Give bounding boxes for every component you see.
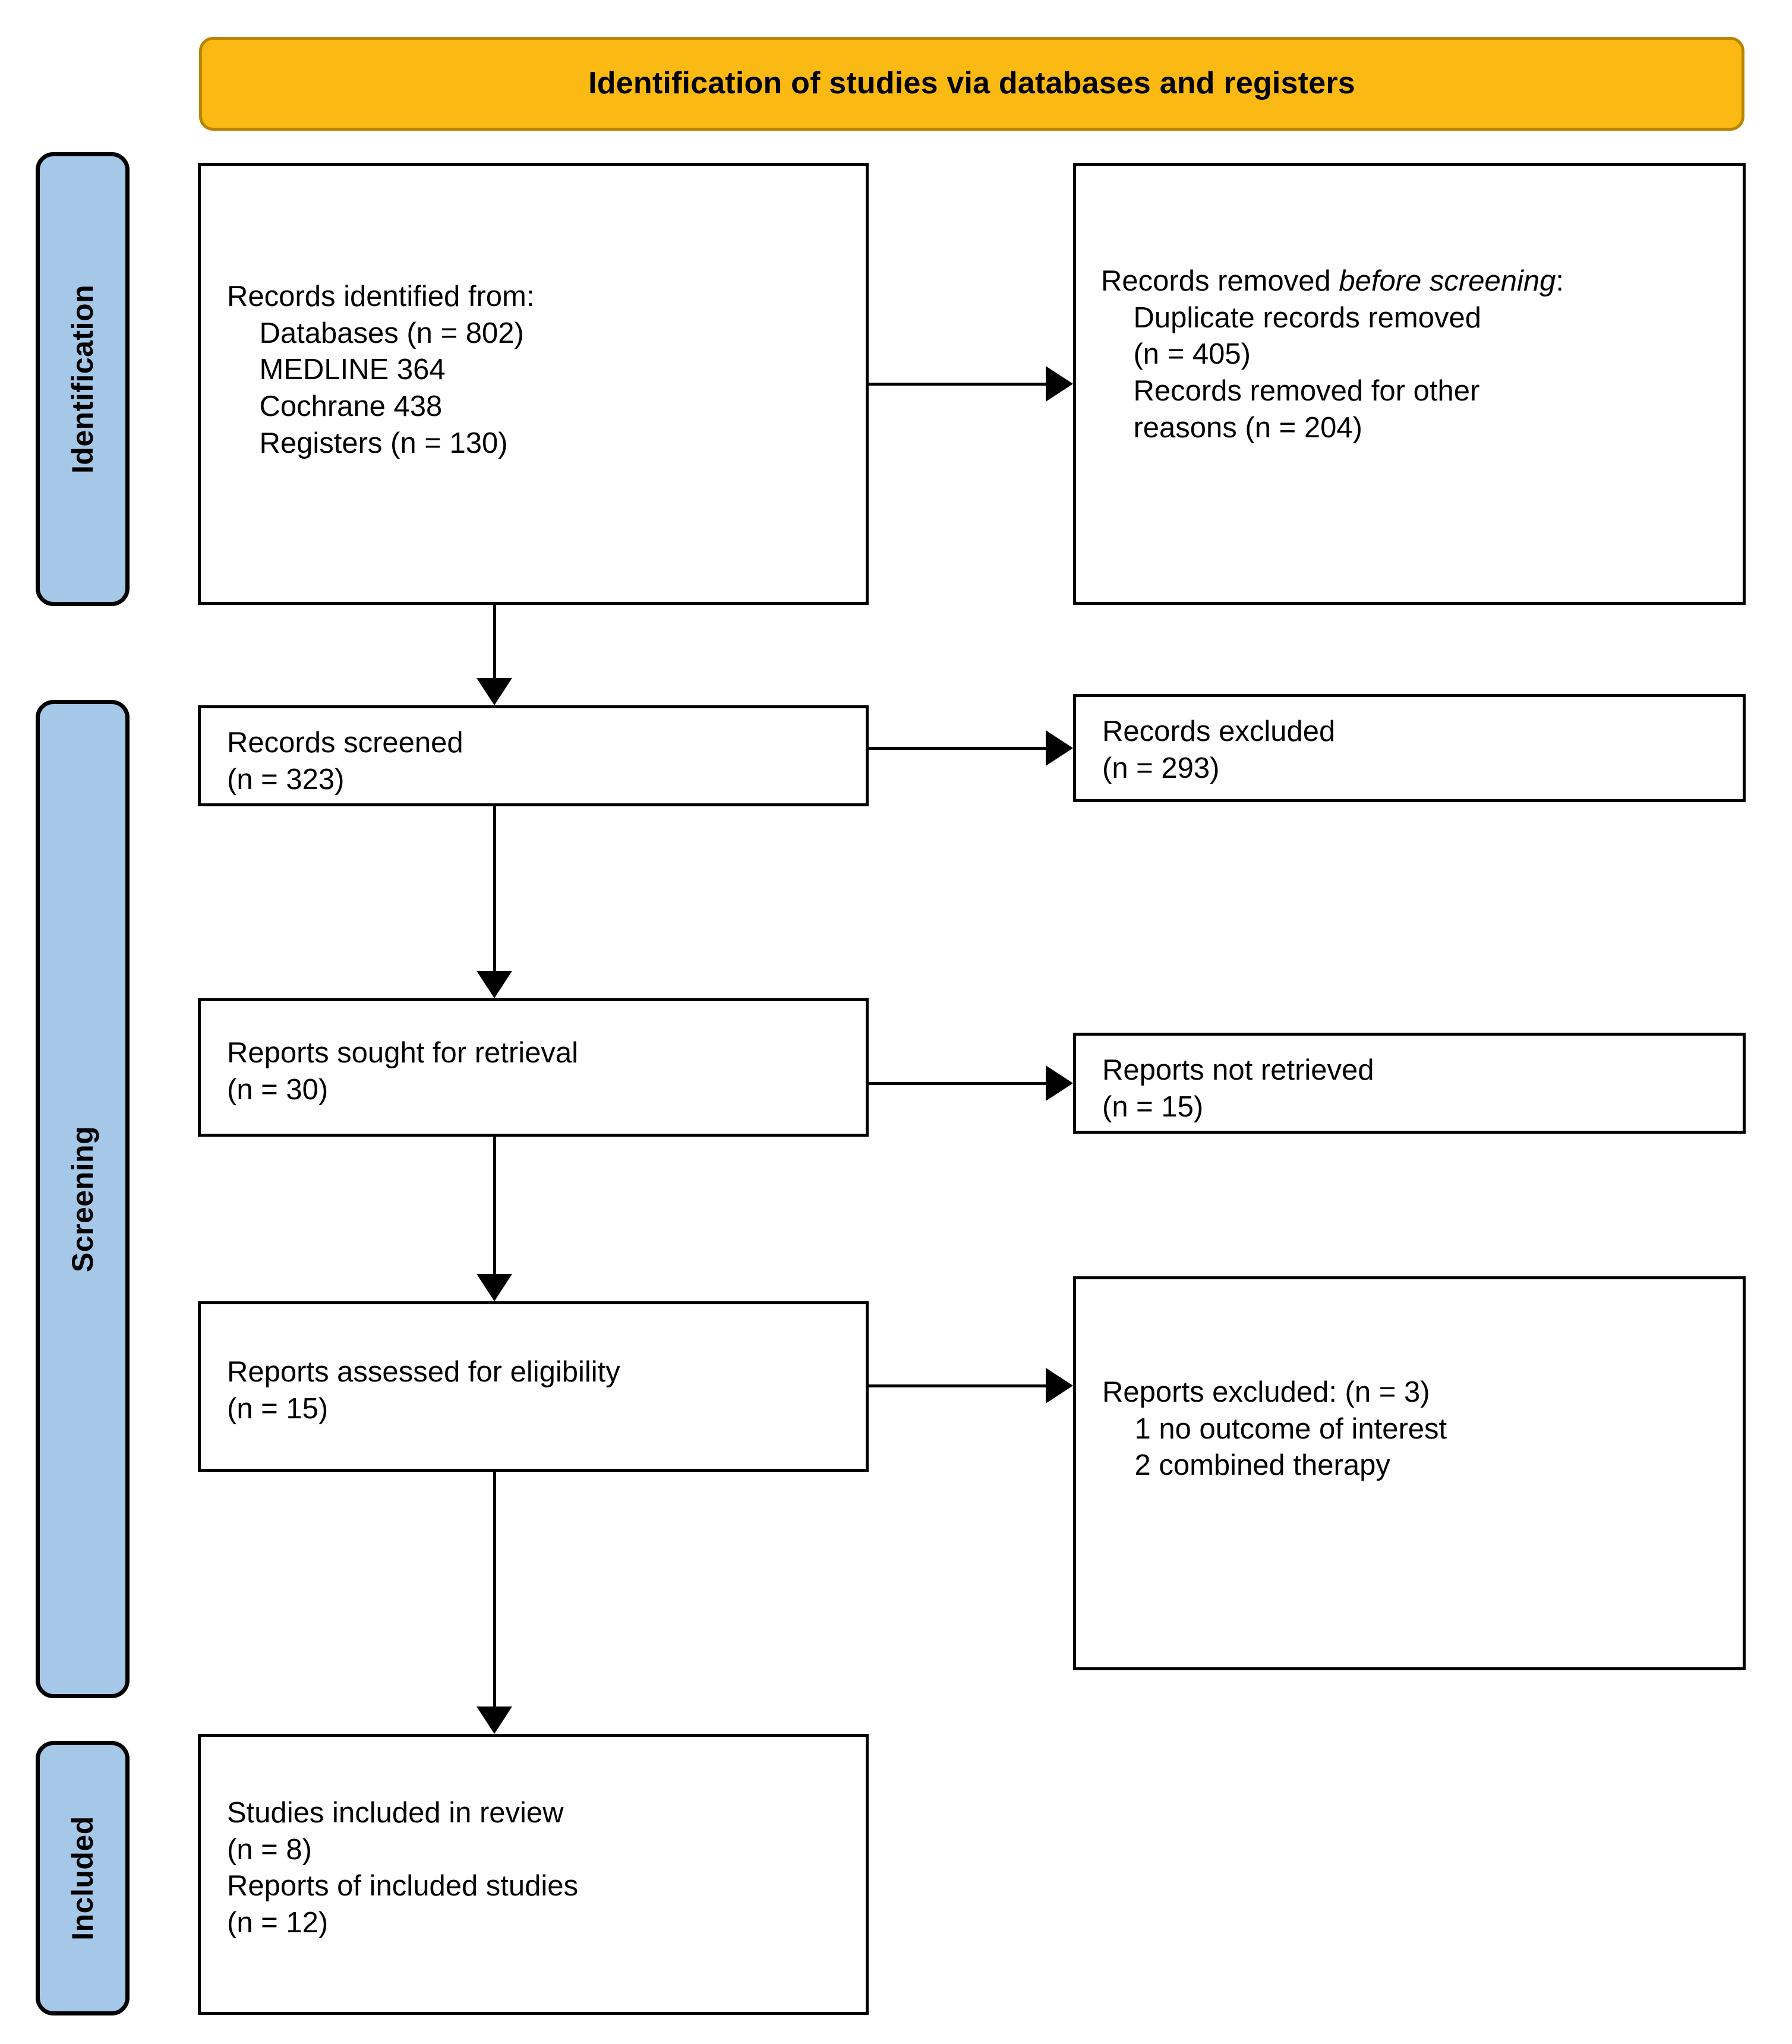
- box-records-identified: Records identified from: Databases (n = …: [198, 163, 869, 605]
- diagram-header-banner: Identification of studies via databases …: [199, 37, 1744, 131]
- box-reports-not-retrieved-text: Reports not retrieved (n = 15): [1102, 1054, 1374, 1123]
- removed-line-1: Duplicate records removed: [1101, 301, 1482, 334]
- box-records-screened-text: Records screened (n = 323): [227, 727, 463, 796]
- box-reports-sought-for-retrieval-text: Reports sought for retrieval (n = 30): [227, 1037, 578, 1106]
- connector-screened-to-sought: [493, 806, 496, 973]
- stage-tab-identification: Identification: [36, 152, 130, 606]
- box-reports-excluded: Reports excluded: (n = 3) 1 no outcome o…: [1073, 1276, 1746, 1670]
- box-records-removed-before-screening: Records removed before screening: Duplic…: [1073, 163, 1746, 605]
- box-records-removed-before-screening-text: Records removed before screening: Duplic…: [1101, 263, 1730, 447]
- arrowhead-right-to-excluded: [1046, 730, 1073, 766]
- removed-line-4: reasons (n = 204): [1101, 411, 1362, 444]
- connector-screened-to-excluded: [869, 747, 1047, 750]
- connector-sought-to-not-retrieved: [869, 1082, 1047, 1085]
- arrowhead-down-to-screened: [477, 678, 512, 705]
- connector-identified-to-screened: [493, 605, 496, 679]
- box-records-screened: Records screened (n = 323): [198, 705, 869, 806]
- stage-tab-identification-label: Identification: [66, 284, 100, 474]
- box-records-excluded: Records excluded (n = 293): [1073, 694, 1746, 802]
- arrowhead-down-to-included: [477, 1707, 512, 1734]
- box-records-identified-text: Records identified from: Databases (n = …: [227, 280, 535, 459]
- connector-sought-to-assessed: [493, 1137, 496, 1276]
- removed-head-plain: Records removed: [1101, 265, 1339, 297]
- arrowhead-right-to-not-retrieved: [1046, 1065, 1073, 1101]
- stage-tab-included: Included: [36, 1741, 130, 2015]
- connector-assessed-to-reports-excluded: [869, 1384, 1047, 1387]
- box-records-excluded-text: Records excluded (n = 293): [1102, 715, 1336, 784]
- removed-head-tail: :: [1556, 265, 1564, 297]
- stage-tab-included-label: Included: [66, 1816, 100, 1941]
- box-studies-included-in-review-text: Studies included in review (n = 8) Repor…: [227, 1797, 579, 1939]
- box-reports-not-retrieved: Reports not retrieved (n = 15): [1073, 1033, 1746, 1134]
- removed-head-italic: before screening: [1339, 265, 1556, 297]
- removed-line-2: (n = 405): [1101, 338, 1251, 371]
- box-reports-sought-for-retrieval: Reports sought for retrieval (n = 30): [198, 998, 869, 1137]
- box-studies-included-in-review: Studies included in review (n = 8) Repor…: [198, 1734, 869, 2015]
- arrowhead-right-to-removed: [1046, 366, 1073, 402]
- arrowhead-right-to-reports-excluded: [1046, 1368, 1073, 1403]
- stage-tab-screening: Screening: [36, 700, 130, 1698]
- diagram-title: Identification of studies via databases …: [588, 66, 1355, 101]
- connector-assessed-to-included: [493, 1472, 496, 1707]
- box-reports-assessed-for-eligibility: Reports assessed for eligibility (n = 15…: [198, 1301, 869, 1472]
- connector-identified-to-removed: [869, 383, 1047, 386]
- box-reports-assessed-for-eligibility-text: Reports assessed for eligibility (n = 15…: [227, 1356, 620, 1425]
- arrowhead-down-to-assessed: [477, 1274, 512, 1301]
- arrowhead-down-to-sought: [477, 971, 512, 998]
- removed-line-3: Records removed for other: [1101, 375, 1480, 408]
- box-reports-excluded-text: Reports excluded: (n = 3) 1 no outcome o…: [1102, 1376, 1447, 1482]
- stage-tab-screening-label: Screening: [66, 1125, 99, 1273]
